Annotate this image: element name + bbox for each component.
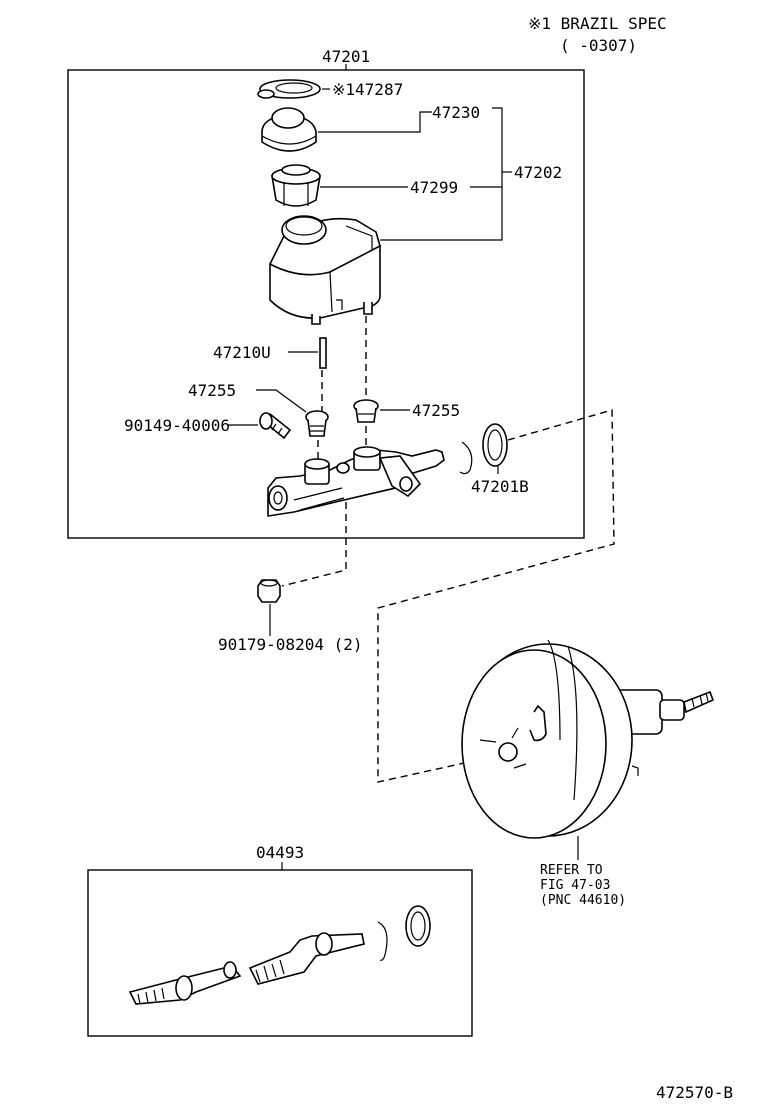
nut-align-line <box>281 502 347 587</box>
label-reservoir[interactable]: 47202 <box>514 163 562 182</box>
label-oring[interactable]: 47201B <box>471 477 529 496</box>
label-assembly[interactable]: 47201 <box>322 47 370 66</box>
label-grommet-right[interactable]: 47255 <box>412 401 460 420</box>
reservoir-tank-part <box>268 215 381 325</box>
label-screw[interactable]: 90149-40006 <box>124 416 230 435</box>
label-nut[interactable]: 90179-08204 (2) <box>218 635 363 654</box>
grommet-right-part <box>353 399 379 423</box>
kit-o-ring-part <box>405 905 431 947</box>
grommet-left-leader <box>256 389 307 413</box>
o-ring-part <box>482 423 508 467</box>
label-strainer[interactable]: 47299 <box>410 178 458 197</box>
label-pin[interactable]: 47210U <box>213 343 271 362</box>
booster-align-line <box>377 409 615 783</box>
master-cylinder-body-part <box>267 446 445 517</box>
secondary-piston-part <box>128 961 242 1005</box>
gasket-part <box>257 79 321 99</box>
spec-note-line2: ( -0307) <box>560 36 637 55</box>
label-grommet-left[interactable]: 47255 <box>188 381 236 400</box>
refer-note-line3: (PNC 44610) <box>540 893 626 908</box>
spec-note-line1: ※1 BRAZIL SPEC <box>528 14 667 33</box>
grommet-left-part <box>305 410 329 437</box>
refer-note-line1: REFER TO <box>540 863 603 878</box>
label-gasket[interactable]: ※147287 <box>332 80 403 99</box>
snap-ring-part <box>459 441 473 475</box>
nut-part <box>257 579 281 603</box>
brake-booster-part <box>461 639 715 839</box>
kit-snap-ring-part <box>377 921 388 961</box>
pin-part <box>319 337 327 369</box>
reservoir-leader <box>380 107 503 241</box>
primary-piston-part <box>248 932 365 985</box>
master-cylinder-assembly-box <box>67 69 585 539</box>
repair-kit-box <box>87 869 473 1037</box>
label-cap[interactable]: 47230 <box>432 103 480 122</box>
reservoir-cap-part <box>261 107 317 152</box>
screw-part <box>259 412 292 440</box>
label-kit[interactable]: 04493 <box>256 843 304 862</box>
refer-note-line2: FIG 47-03 <box>540 878 610 893</box>
cap-leader <box>318 111 432 133</box>
figure-id: 472570-B <box>656 1083 733 1102</box>
strainer-part <box>271 164 321 207</box>
